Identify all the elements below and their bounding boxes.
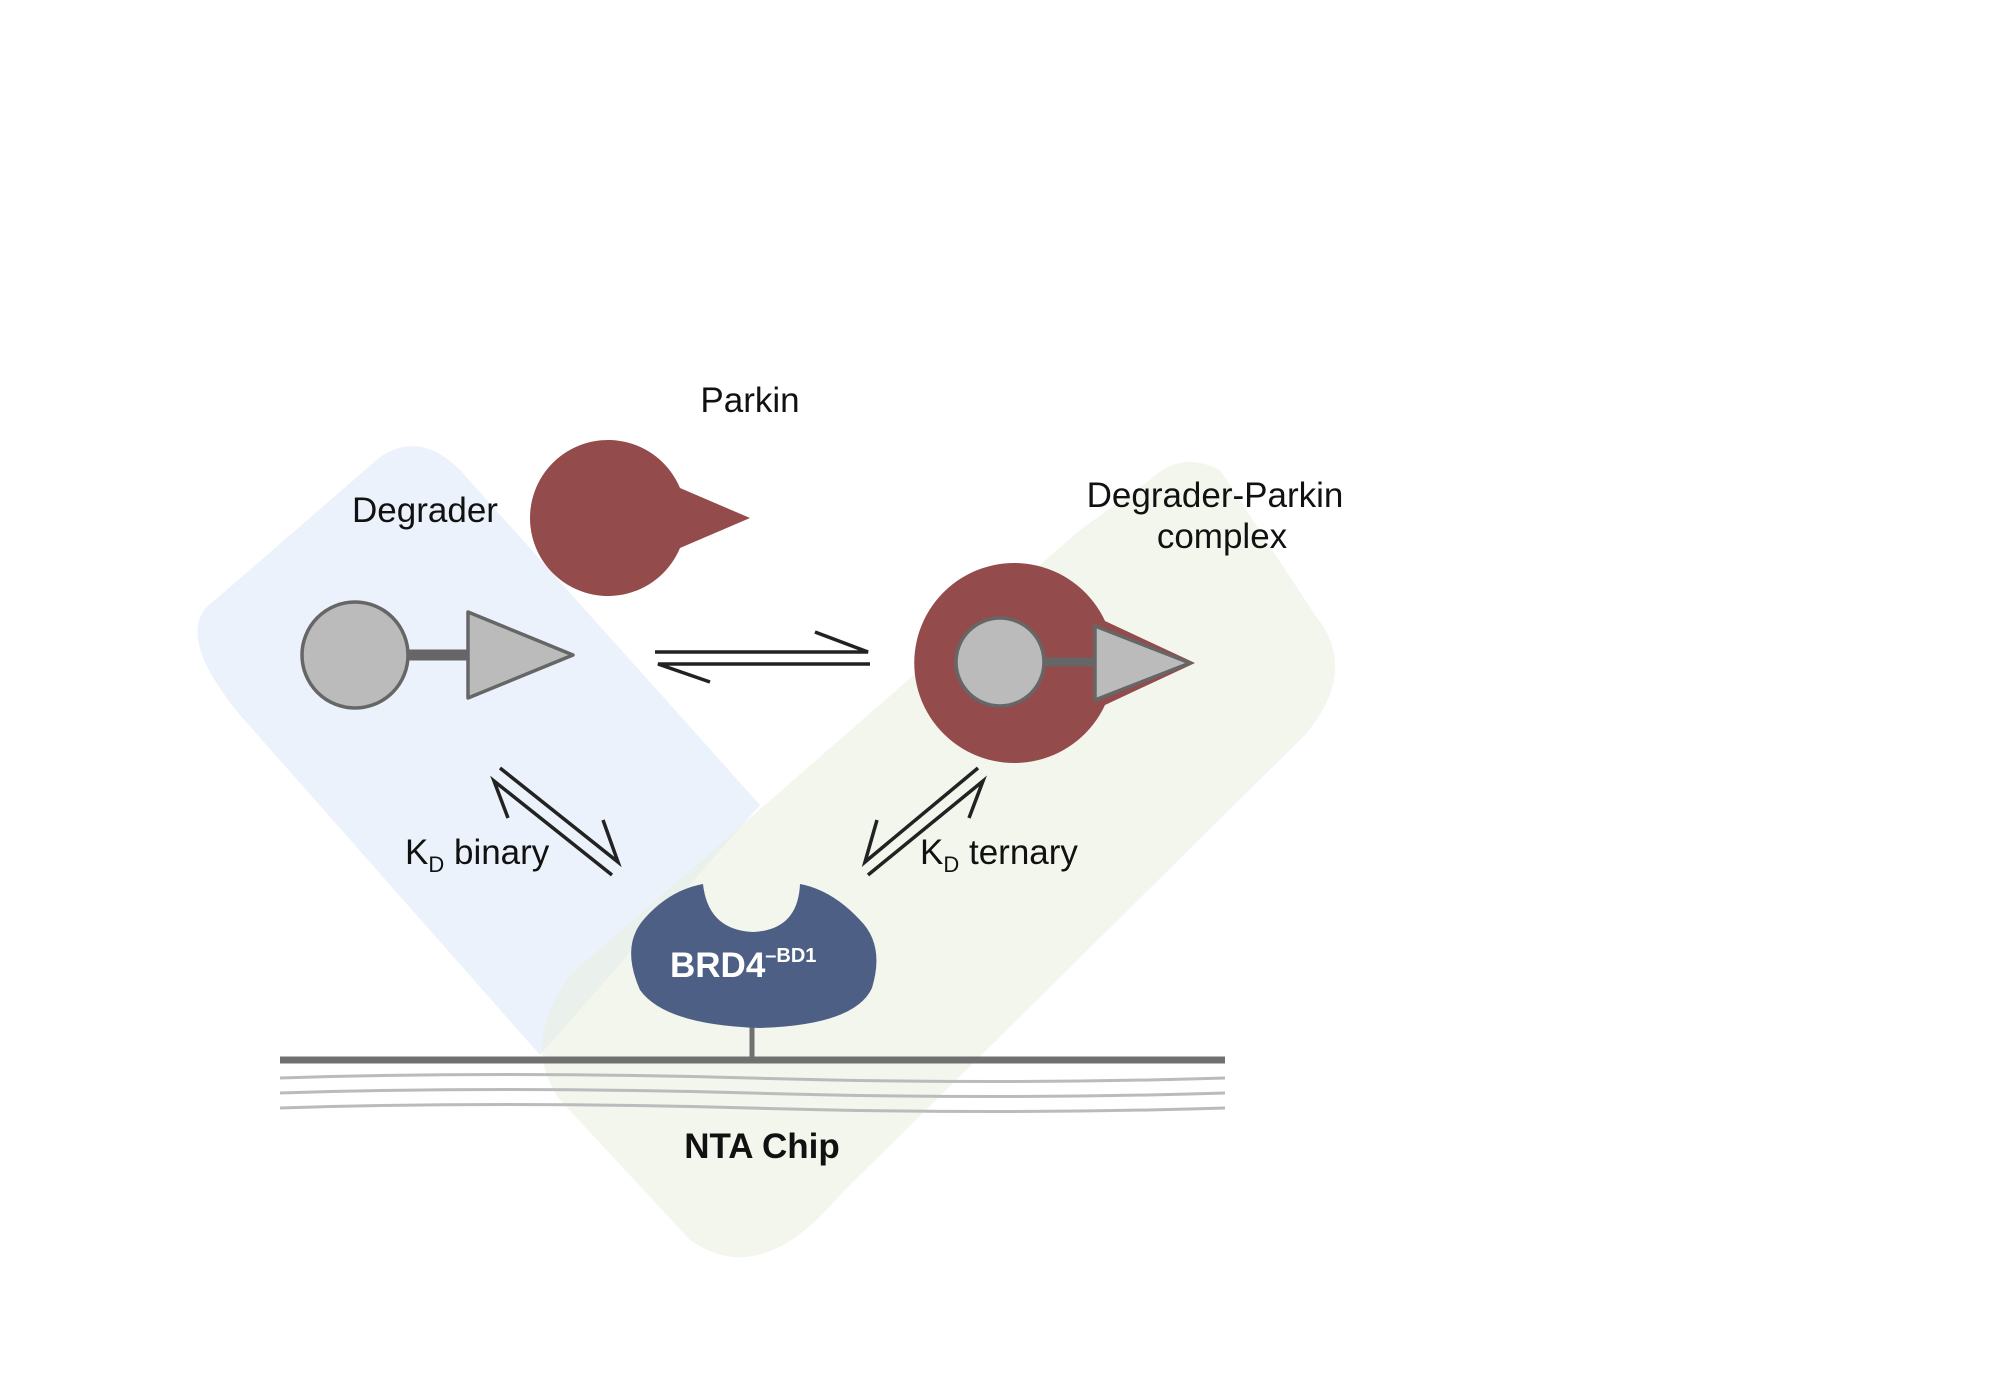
parkin-icon	[530, 439, 750, 596]
kd-binary-label: KD binary	[405, 833, 550, 877]
degrader-icon	[300, 600, 575, 710]
complex-label-line1: Degrader-Parkin	[1087, 476, 1344, 515]
brd4-label: BRD4–BD1	[670, 945, 816, 985]
kd-ternary-label: KD ternary	[920, 833, 1078, 877]
binary-region	[197, 446, 761, 1056]
equilibrium-arrow-binary	[490, 766, 622, 877]
complex-label-line2: complex	[1157, 517, 1288, 556]
equilibrium-arrow-ternary	[861, 766, 987, 877]
complex-icon	[914, 563, 1195, 763]
parkin-label: Parkin	[700, 381, 799, 420]
chip-label: NTA Chip	[684, 1127, 840, 1166]
brd4-icon	[631, 884, 877, 1028]
degrader-label: Degrader	[352, 491, 498, 530]
equilibrium-arrow-horizontal	[655, 630, 870, 684]
